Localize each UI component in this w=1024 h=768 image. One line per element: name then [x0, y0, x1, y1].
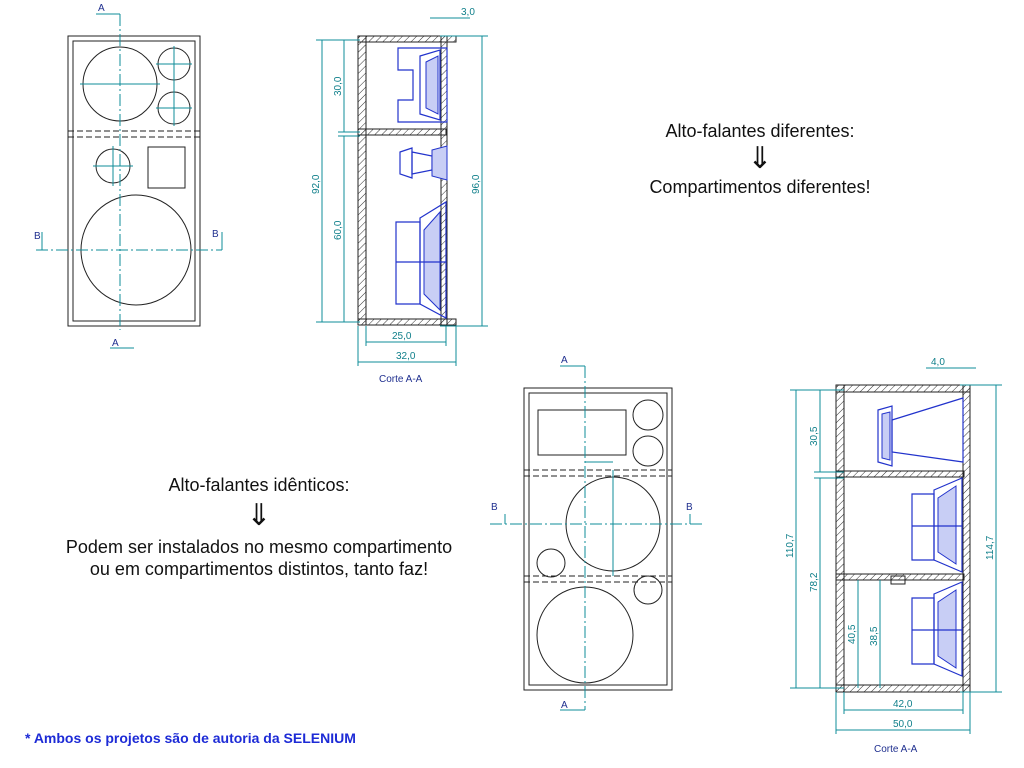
- cabinet-2-dimensions: [790, 367, 1002, 734]
- dim-outer-depth: 32,0: [396, 351, 416, 362]
- port-cutout-left: [536, 548, 566, 578]
- tweeter-cutout-2b: [632, 435, 664, 467]
- horn-cutout-2: [537, 409, 627, 456]
- section-caption-1: Corte A-A: [379, 374, 423, 385]
- dim-inner-depth-2: 42,0: [893, 699, 913, 710]
- dim-outer-height: 96,0: [471, 174, 482, 194]
- dim-upper-chamber: 30,0: [333, 76, 344, 96]
- dim-front-panel: 3,0: [461, 7, 475, 18]
- cabinet-1-section-view: [357, 35, 457, 326]
- dim-lower-chamber: 60,0: [333, 220, 344, 240]
- section-label-b-left: B: [34, 231, 41, 242]
- dim-bottom-chamber-a: 40,5: [847, 624, 858, 644]
- dim-outer-height-2: 114,7: [985, 535, 996, 560]
- horn-cutout: [147, 146, 186, 189]
- section-label-a-top-2: A: [561, 355, 568, 366]
- cabinet-1-dimensions: [316, 17, 488, 366]
- dim-inner-height: 92,0: [311, 174, 322, 194]
- dim-bottom-chamber-b: 38,5: [869, 626, 880, 646]
- section-label-b-left-2: B: [491, 502, 498, 513]
- identical-speakers-caption: Alto-falantes idênticos: ⇓ Podem ser ins…: [6, 474, 512, 580]
- dim-outer-depth-2: 50,0: [893, 719, 913, 730]
- dim-lower-chamber-2: 78,2: [809, 572, 820, 592]
- dim-front-panel-2: 4,0: [931, 357, 945, 368]
- port-cutout-right: [633, 575, 663, 605]
- cabinet-2-front-view: [490, 365, 702, 711]
- different-speakers-caption: Alto-falantes diferentes: ⇓ Compartiment…: [600, 120, 920, 198]
- section-label-b-right-2: B: [686, 502, 693, 513]
- dim-inner-height-2: 110,7: [785, 533, 796, 558]
- different-speakers-heading: Alto-falantes diferentes:: [665, 121, 855, 141]
- section-label-a-bottom-2: A: [561, 700, 568, 711]
- section-label-a-top: A: [98, 3, 105, 14]
- down-arrow-icon: ⇓: [747, 141, 773, 176]
- cabinet-1-front-view: [36, 13, 223, 349]
- dim-inner-depth: 25,0: [392, 331, 412, 342]
- identical-speakers-heading: Alto-falantes idênticos:: [168, 475, 350, 495]
- section-caption-2: Corte A-A: [874, 744, 918, 755]
- cabinet-2-section-view: [835, 384, 971, 693]
- authorship-footnote: * Ambos os projetos são de autoria da SE…: [25, 730, 356, 746]
- tweeter-cutout-2a: [632, 399, 664, 431]
- dim-upper-chamber-2: 30,5: [809, 426, 820, 446]
- section-label-b-right: B: [212, 229, 219, 240]
- section-label-a-bottom: A: [112, 338, 119, 349]
- same-chamber-text-line1: Podem ser instalados no mesmo compartime…: [65, 537, 453, 557]
- down-arrow-icon: ⇓: [246, 498, 272, 533]
- different-chambers-text: Compartimentos diferentes!: [649, 177, 871, 197]
- same-chamber-text-line2: ou em compartimentos distintos, tanto fa…: [89, 559, 429, 579]
